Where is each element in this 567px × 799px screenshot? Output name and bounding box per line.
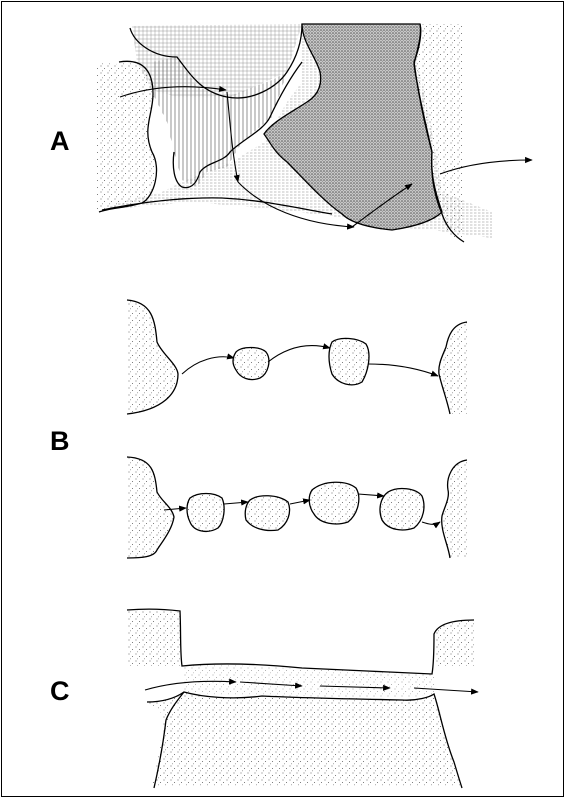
- panel-b1-particle-2: [329, 338, 369, 384]
- panel-b-bottom-row: [127, 457, 467, 558]
- panel-b2-particle-3: [309, 482, 359, 524]
- panel-b2-arrow-4: [358, 494, 384, 496]
- panel-b2-arrow-2: [224, 502, 248, 504]
- panel-b2-right-grain: [442, 460, 467, 558]
- panel-a-diagram: [97, 24, 532, 242]
- panel-b2-arrow-3: [290, 500, 310, 504]
- panel-b2-particle-4: [380, 489, 424, 530]
- panel-b2-arrow-5: [422, 522, 440, 524]
- panel-b2-particle-2: [245, 496, 289, 531]
- panel-b1-right-grain: [439, 322, 467, 414]
- panel-c-lower-grain: [147, 692, 462, 786]
- panel-b1-particle-1: [233, 348, 269, 380]
- panel-c-diagram: [127, 609, 478, 788]
- panel-c-upper-left-grain: [127, 610, 182, 666]
- panel-b1-arrow-2: [268, 346, 330, 362]
- panel-b1-arrow-3: [368, 364, 438, 376]
- panel-b-top-row: [127, 300, 467, 414]
- panel-b1-arrow-1: [182, 357, 234, 374]
- panel-b2-particle-1: [187, 494, 224, 532]
- panel-b2-left-grain: [127, 457, 174, 558]
